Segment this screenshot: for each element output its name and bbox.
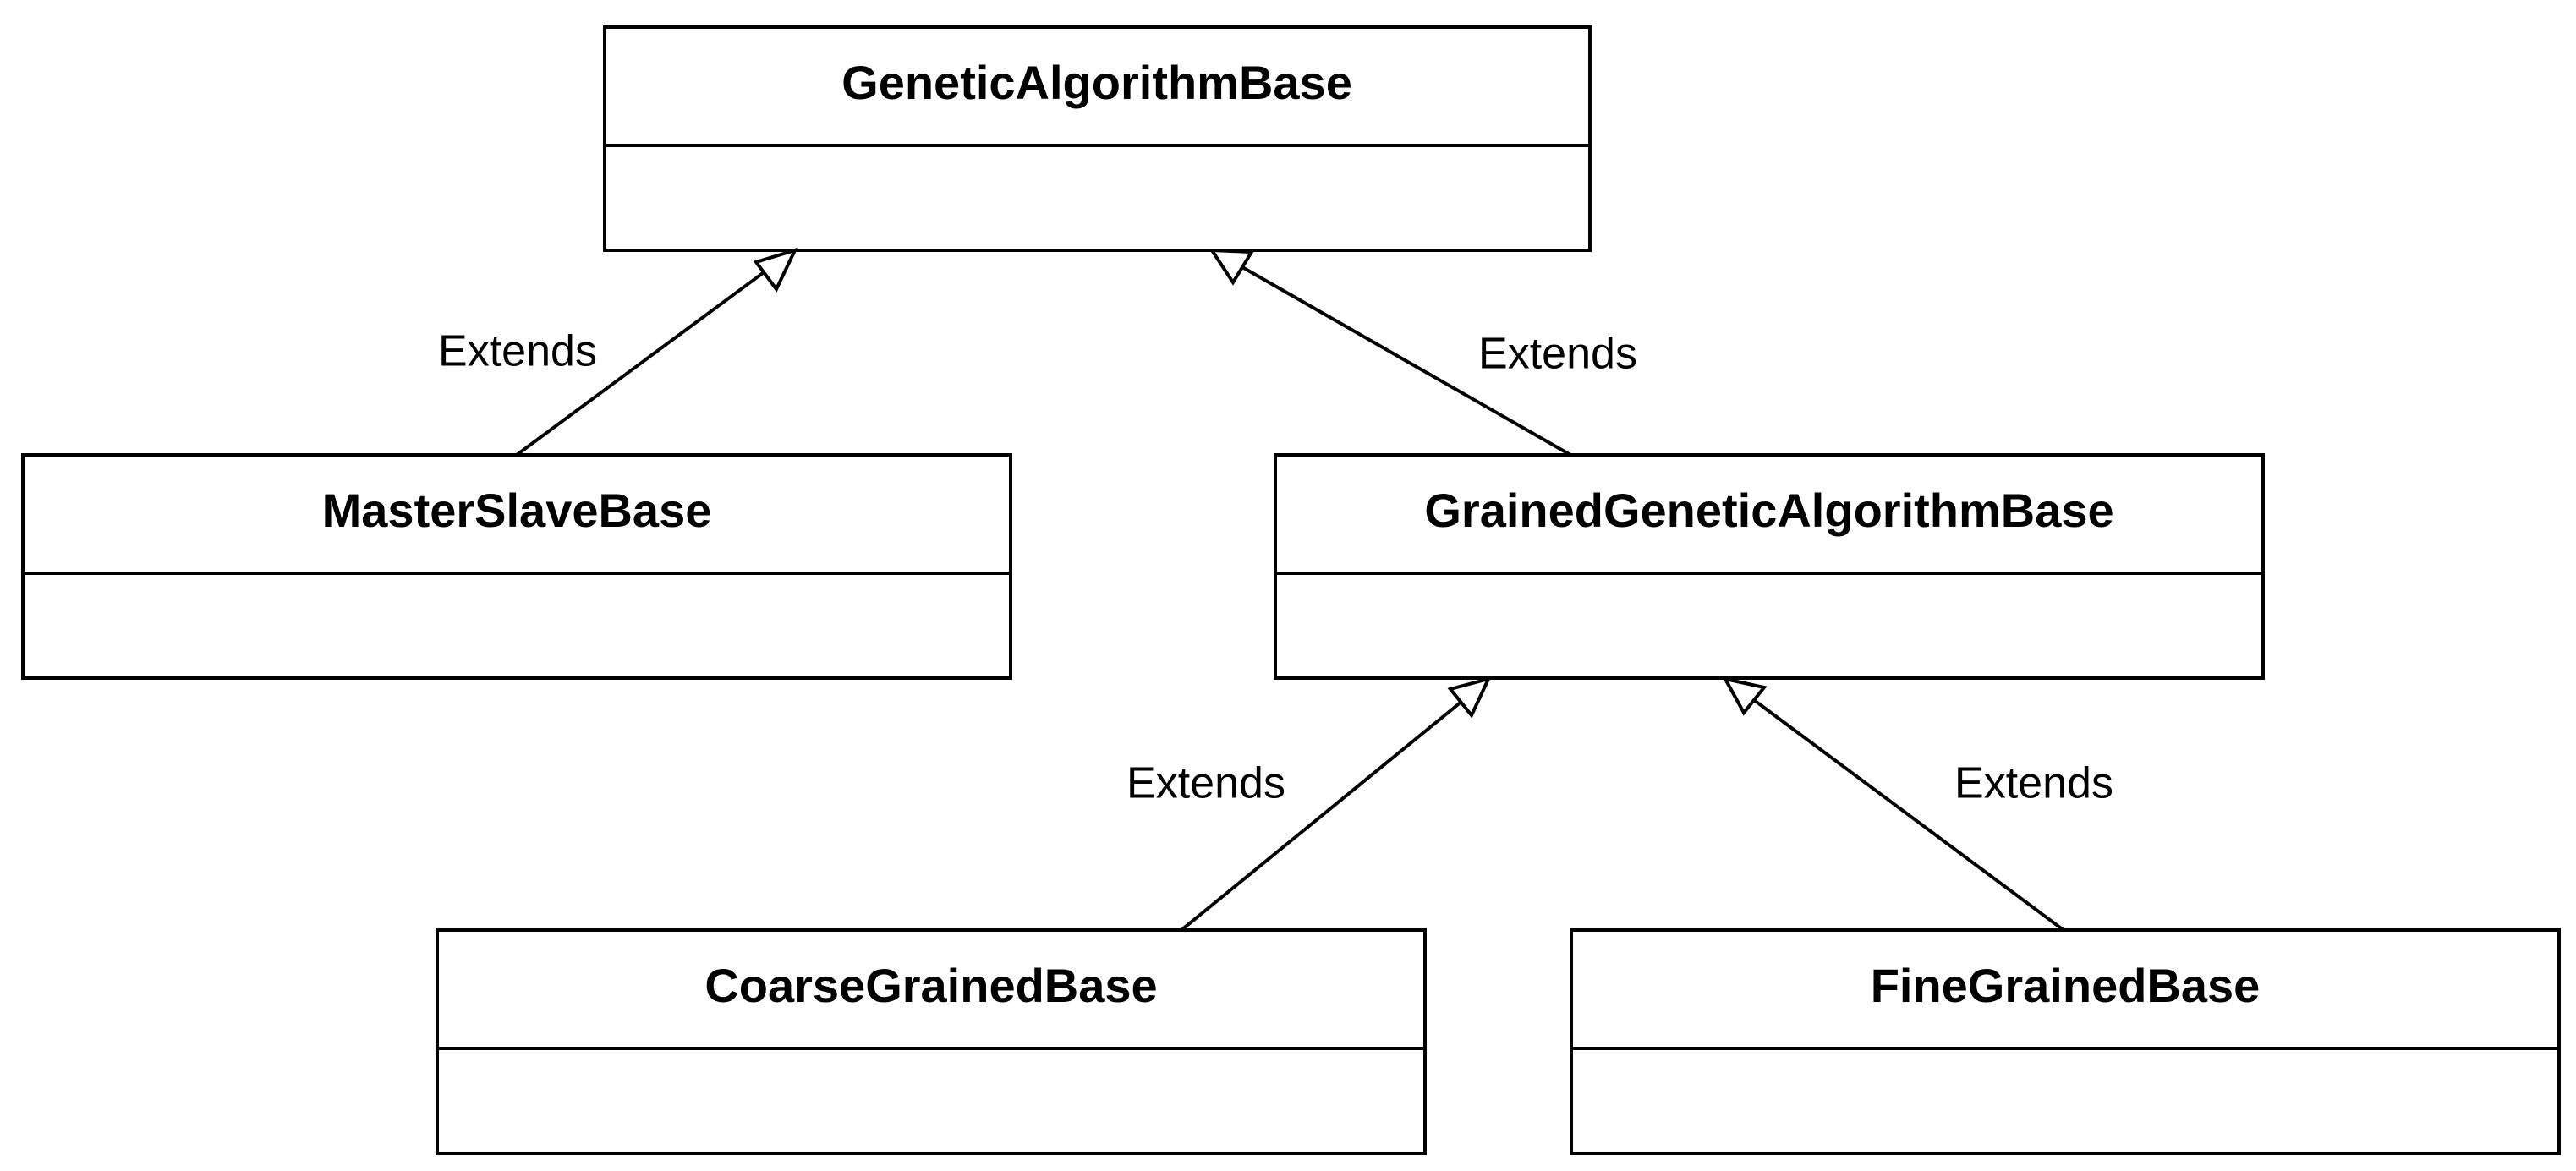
edge-label: Extends [1954,759,2113,808]
extends-edge-grained: Extends [1209,248,1637,457]
class-genetic-algorithm-base: GeneticAlgorithmBase [603,25,1592,252]
class-box [603,25,1592,252]
extends-line [1752,698,2065,932]
extends-line [1180,700,1463,932]
class-box [436,928,1427,1155]
class-name: CoarseGrainedBase [704,959,1157,1012]
extends-edge-fine: Extends [1722,676,2113,932]
edge-label: Extends [1478,330,1637,379]
class-box [21,453,1012,680]
class-fine-grained-base: FineGrainedBase [1570,928,2561,1155]
class-coarse-grained-base: CoarseGrainedBase [436,928,1427,1155]
extends-line [515,269,768,457]
inheritance-arrowhead-icon [1447,676,1492,719]
class-master-slave-base: MasterSlaveBase [21,453,1012,680]
class-name: GrainedGeneticAlgorithmBase [1424,484,2113,537]
class-grained-genetic-algorithm-base: GrainedGeneticAlgorithmBase [1274,453,2265,680]
extends-line [1241,265,1571,457]
extends-edge-master-slave: Extends [438,247,798,457]
inheritance-arrowhead-icon [1722,676,1768,716]
class-box [1274,453,2265,680]
inheritance-arrowhead-icon [1209,248,1255,286]
class-box [1570,928,2561,1155]
extends-edge-coarse: Extends [1126,676,1492,932]
class-name: GeneticAlgorithmBase [841,56,1352,109]
class-name: FineGrainedBase [1871,959,2261,1012]
class-name: MasterSlaveBase [322,484,712,537]
edge-label: Extends [1126,759,1285,808]
edge-label: Extends [438,327,597,376]
inheritance-arrowhead-icon [753,247,798,293]
